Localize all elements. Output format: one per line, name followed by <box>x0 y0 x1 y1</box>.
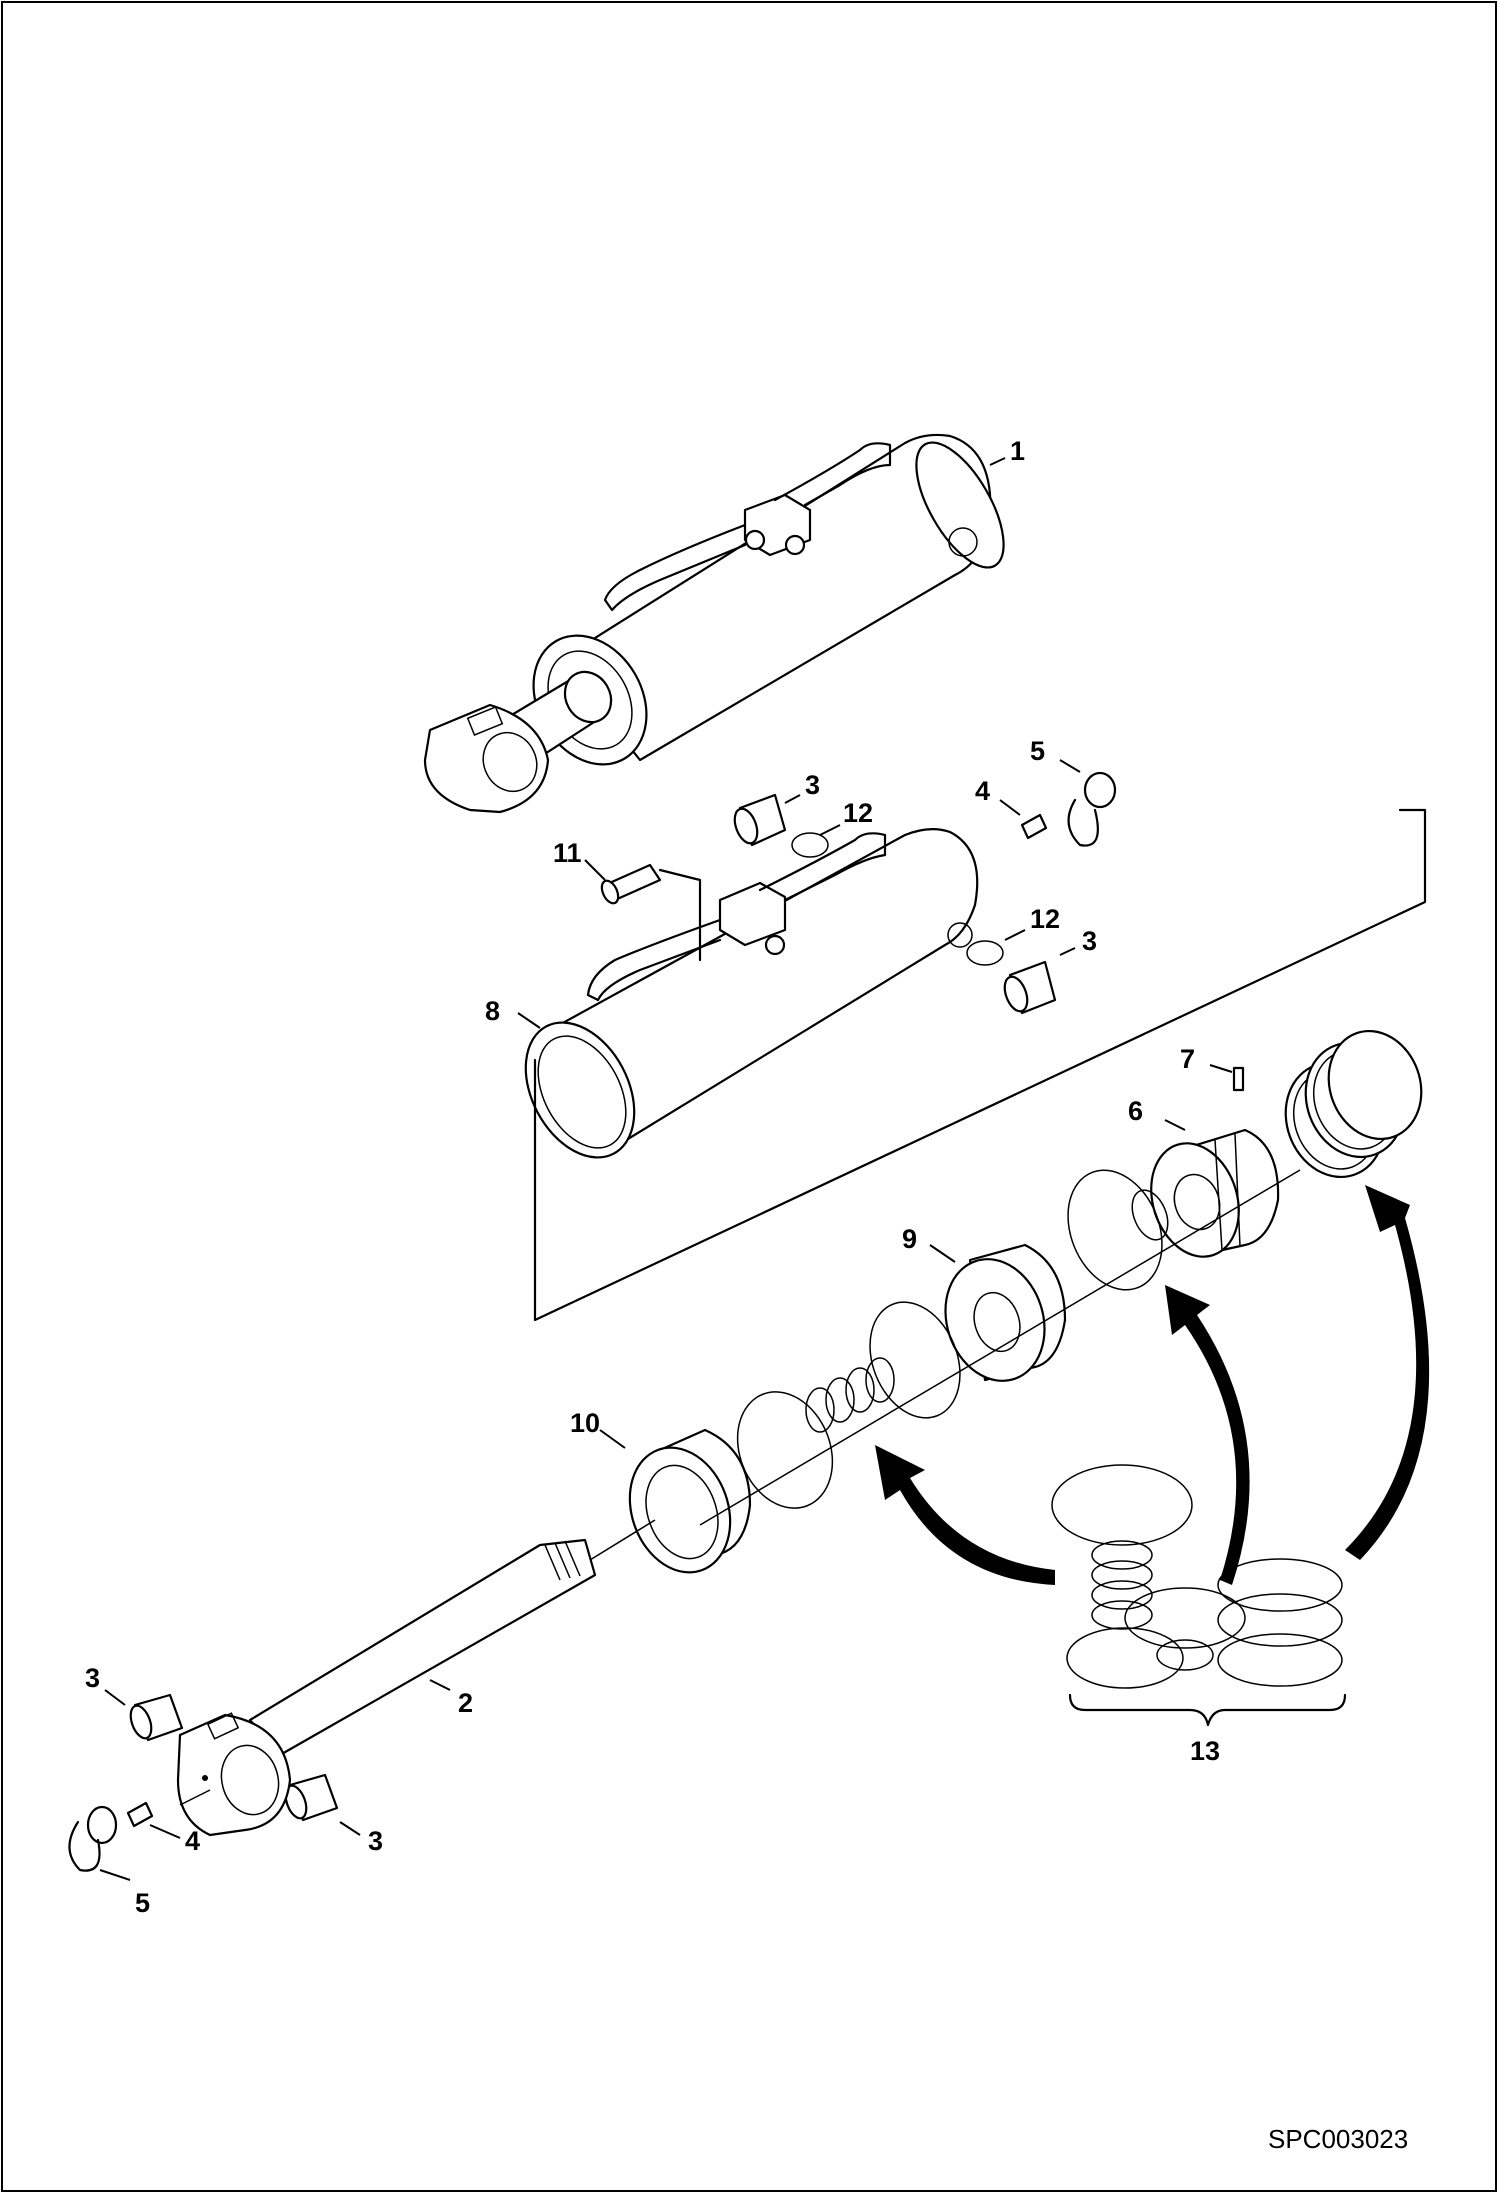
assembly-bracket <box>533 808 1427 1322</box>
sensor-leader <box>658 868 702 962</box>
arrow-to-rod-seals <box>875 1445 1055 1585</box>
arrow-to-piston-seals <box>1345 1185 1430 1560</box>
callout-12-lower: 12 <box>1030 904 1060 934</box>
callout-4-lower: 4 <box>185 1826 200 1856</box>
piston <box>1150 1128 1280 1258</box>
axis-line <box>589 1519 656 1561</box>
callout-13: 13 <box>1190 1736 1220 1766</box>
callout-7: 7 <box>1180 1044 1195 1074</box>
pressure-sensor <box>600 863 662 905</box>
axis-line <box>179 1789 211 1806</box>
callout-3-right: 3 <box>1082 926 1097 956</box>
backup-ring <box>1067 1169 1163 1291</box>
rod-seal-set <box>805 1357 895 1433</box>
callout-3-lower-right: 3 <box>368 1826 383 1856</box>
drawing-code: SPC003023 <box>1268 2124 1408 2154</box>
o-ring <box>966 940 1004 966</box>
piston-rod <box>176 1538 597 1837</box>
assembled-cylinder <box>423 433 1005 814</box>
callout-12-upper: 12 <box>843 798 873 828</box>
axis-line <box>699 1169 1301 1526</box>
callout-10: 10 <box>570 1408 600 1438</box>
arrow-to-gland-seals <box>1165 1285 1250 1585</box>
callouts: 1 2 3 3 3 3 4 4 5 5 6 7 8 9 10 11 12 <box>85 436 1233 1918</box>
callout-8: 8 <box>485 996 500 1026</box>
callout-6: 6 <box>1128 1096 1143 1126</box>
callout-3-lower-left: 3 <box>85 1663 100 1693</box>
callout-2: 2 <box>458 1688 473 1718</box>
gland-nut <box>628 1428 752 1574</box>
o-ring <box>791 832 829 858</box>
wiper-ring <box>869 1301 961 1419</box>
callout-9: 9 <box>902 1224 917 1254</box>
callout-11: 11 <box>553 838 582 868</box>
callout-4-upper: 4 <box>975 776 990 806</box>
dust-cap <box>1067 771 1117 847</box>
bushing <box>129 1693 184 1742</box>
o-ring <box>1131 1189 1169 1241</box>
bushing <box>284 1773 339 1822</box>
piston-seal-set <box>1284 1029 1423 1179</box>
grease-fitting <box>126 1801 154 1828</box>
cylinder-barrel <box>524 828 979 1159</box>
dust-cap <box>68 1805 118 1872</box>
bushing <box>1003 960 1057 1015</box>
callout-3-upper: 3 <box>805 770 820 800</box>
seal-kit <box>1051 1464 1347 1727</box>
callout-5-lower: 5 <box>135 1888 150 1918</box>
set-screw <box>1232 1066 1245 1092</box>
callout-1: 1 <box>1010 436 1025 466</box>
gland <box>944 1243 1067 1382</box>
grease-fitting <box>1020 813 1048 840</box>
bushing <box>733 793 787 847</box>
callout-5-upper: 5 <box>1030 736 1045 766</box>
